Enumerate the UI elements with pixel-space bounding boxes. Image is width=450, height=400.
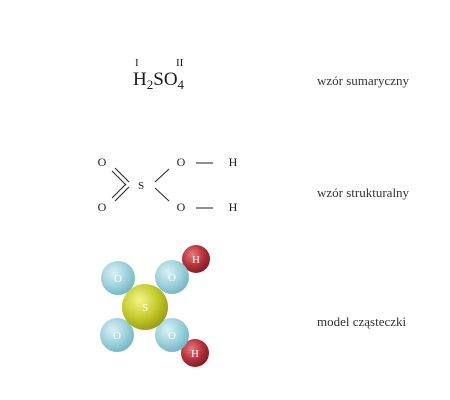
model-oxygen-top-left xyxy=(101,261,135,295)
label-summary-formula: wzór sumaryczny xyxy=(317,73,410,88)
formula-hydrogen: H xyxy=(133,69,147,90)
model-label-hydrogen-bottom: H xyxy=(191,348,199,360)
single-bond-top xyxy=(154,168,170,183)
model-hydrogen-top xyxy=(182,245,210,273)
struct-sulfur: S xyxy=(138,180,144,192)
model-label-oxygen-top-left: O xyxy=(114,273,122,285)
formula-hydrogen-count: 2 xyxy=(146,77,154,92)
single-bond-bottom xyxy=(154,187,170,202)
label-structural-formula: wzór strukturalny xyxy=(317,185,410,200)
model-oxygen-bottom-left xyxy=(100,318,134,352)
struct-oxygen-top-right: O xyxy=(177,155,186,169)
double-bond-top-line-2 xyxy=(114,167,130,183)
double-bond-bottom-line-2 xyxy=(114,186,130,202)
label-molecule-model: model cząsteczki xyxy=(317,314,407,329)
formula-oxygen: O xyxy=(163,69,178,90)
struct-oxygen-top-left: O xyxy=(98,155,107,169)
struct-hydrogen-top: H xyxy=(229,155,238,169)
model-sulfur xyxy=(122,284,168,330)
struct-hydrogen-bottom: H xyxy=(229,200,238,214)
double-bond-bottom-line-1 xyxy=(111,183,127,199)
model-oxygen-top-right xyxy=(155,260,189,294)
model-label-oxygen-bottom-right: O xyxy=(168,330,176,342)
struct-oxygen-bottom-left: O xyxy=(98,200,107,214)
valence-sulfur: II xyxy=(176,57,184,69)
model-label-oxygen-top-right: O xyxy=(168,272,176,284)
summary-formula: H2SO4 xyxy=(133,70,184,91)
double-bond-top-line-1 xyxy=(111,170,127,186)
formula-sulfur: S xyxy=(153,69,164,90)
model-label-oxygen-bottom-left: O xyxy=(113,330,121,342)
model-oxygen-bottom-right xyxy=(155,318,189,352)
model-hydrogen-bottom xyxy=(181,339,209,367)
valence-hydrogen: I xyxy=(135,57,139,69)
model-label-sulfur: S xyxy=(142,302,148,314)
formula-oxygen-count: 4 xyxy=(177,77,185,92)
struct-oxygen-bottom-right: O xyxy=(177,200,186,214)
model-label-hydrogen-top: H xyxy=(192,254,200,266)
